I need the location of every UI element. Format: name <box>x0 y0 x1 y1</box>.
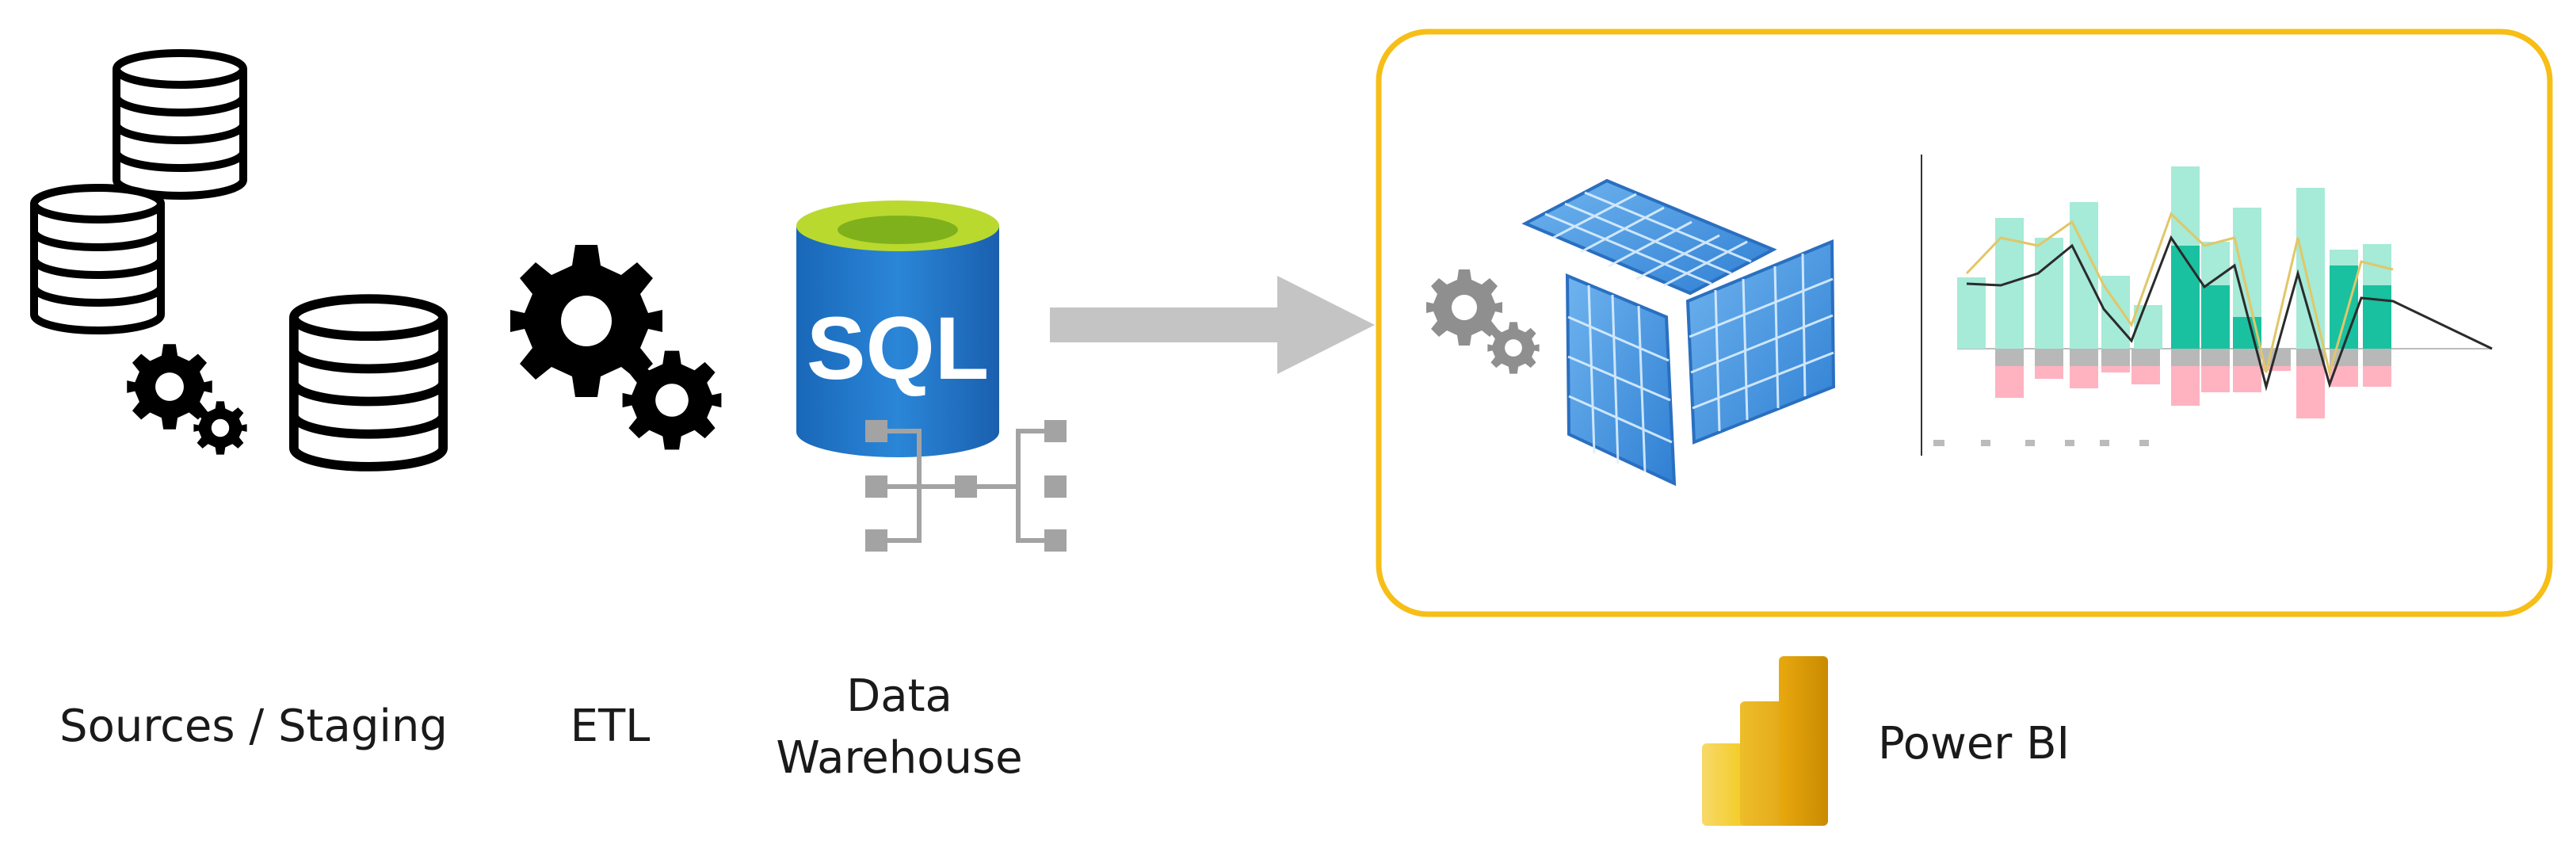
thumbnail-bar-negative-pink <box>2262 366 2291 371</box>
gear-icon <box>127 344 212 430</box>
analysis-services-cube-icon <box>1426 178 1836 487</box>
thumbnail-bar-negative-pink <box>2296 366 2325 418</box>
thumbnail-bars <box>1957 166 2391 418</box>
gear-icon <box>1426 269 1502 346</box>
etl-icon-group <box>510 245 722 450</box>
database-icon <box>34 188 161 330</box>
thumbnail-bar-negative-pink <box>2171 366 2200 406</box>
thumbnail-bar <box>2296 188 2325 349</box>
etl-label: ETL <box>570 701 651 752</box>
flow-arrow <box>1050 276 1375 374</box>
sources-staging-label: Sources / Staging <box>59 701 448 752</box>
sql-database-icon: SQL <box>796 200 999 457</box>
thumbnail-bar-negative-gray <box>2131 349 2160 366</box>
thumbnail-line-yellow <box>1965 212 2394 377</box>
database-icon <box>294 299 443 467</box>
thumbnail-bar-negative-pink <box>2363 366 2391 387</box>
data-warehouse-label-line2: Warehouse <box>776 732 1023 784</box>
thumbnail-bar <box>2035 238 2063 349</box>
thumbnail-bar-negative-gray <box>2171 349 2200 366</box>
thumbnail-bar-dark <box>2363 285 2391 349</box>
thumbnail-bar-negative-pink <box>2035 366 2063 379</box>
thumbnail-bar-negative-pink <box>1995 366 2024 398</box>
gear-icon <box>1487 322 1540 374</box>
power-bi-label: Power BI <box>1878 718 2070 770</box>
sql-label: SQL <box>807 299 989 398</box>
thumbnail-bar-negative-pink <box>2330 366 2358 387</box>
thumbnail-bar-negative-gray <box>2070 349 2098 366</box>
gear-icon <box>193 401 247 455</box>
thumbnail-bar-negative-gray <box>2233 349 2261 366</box>
thumbnail-bar-dark <box>2201 285 2230 349</box>
thumbnail-bar-dark <box>2330 265 2358 349</box>
thumbnail-bar-negative-gray <box>1995 349 2024 366</box>
report-chart-thumbnail <box>1921 155 2493 456</box>
thumbnail-bar-negative-gray <box>2296 349 2325 366</box>
powerbi-highlight-frame <box>1376 29 2553 617</box>
thumbnail-bar-negative-pink <box>2131 366 2160 384</box>
thumbnail-bar-negative-pink <box>2101 366 2130 372</box>
sources-staging-icon-group <box>34 53 443 467</box>
schema-hierarchy-icon <box>865 420 1067 552</box>
thumbnail-line-dark <box>1966 235 2493 391</box>
thumbnail-bar-negative-pink <box>2070 366 2098 388</box>
power-bi-logo-icon <box>1702 656 1828 826</box>
thumbnail-bar-negative-pink <box>2233 366 2261 392</box>
thumbnail-bar-negative-pink <box>2201 366 2230 392</box>
thumbnail-bar-negative-gray <box>2035 349 2063 366</box>
data-warehouse-label-line1: Data <box>846 670 952 722</box>
thumbnail-bar-dark <box>2171 246 2200 349</box>
gear-icon <box>622 350 722 450</box>
thumbnail-bar-negative-gray <box>2101 349 2130 366</box>
database-icon <box>116 53 243 196</box>
thumbnail-bar-negative-gray <box>2201 349 2230 366</box>
thumbnail-bar-negative-gray <box>2363 349 2391 366</box>
thumbnail-bar <box>2134 305 2162 349</box>
thumbnail-bar <box>1957 277 1986 349</box>
